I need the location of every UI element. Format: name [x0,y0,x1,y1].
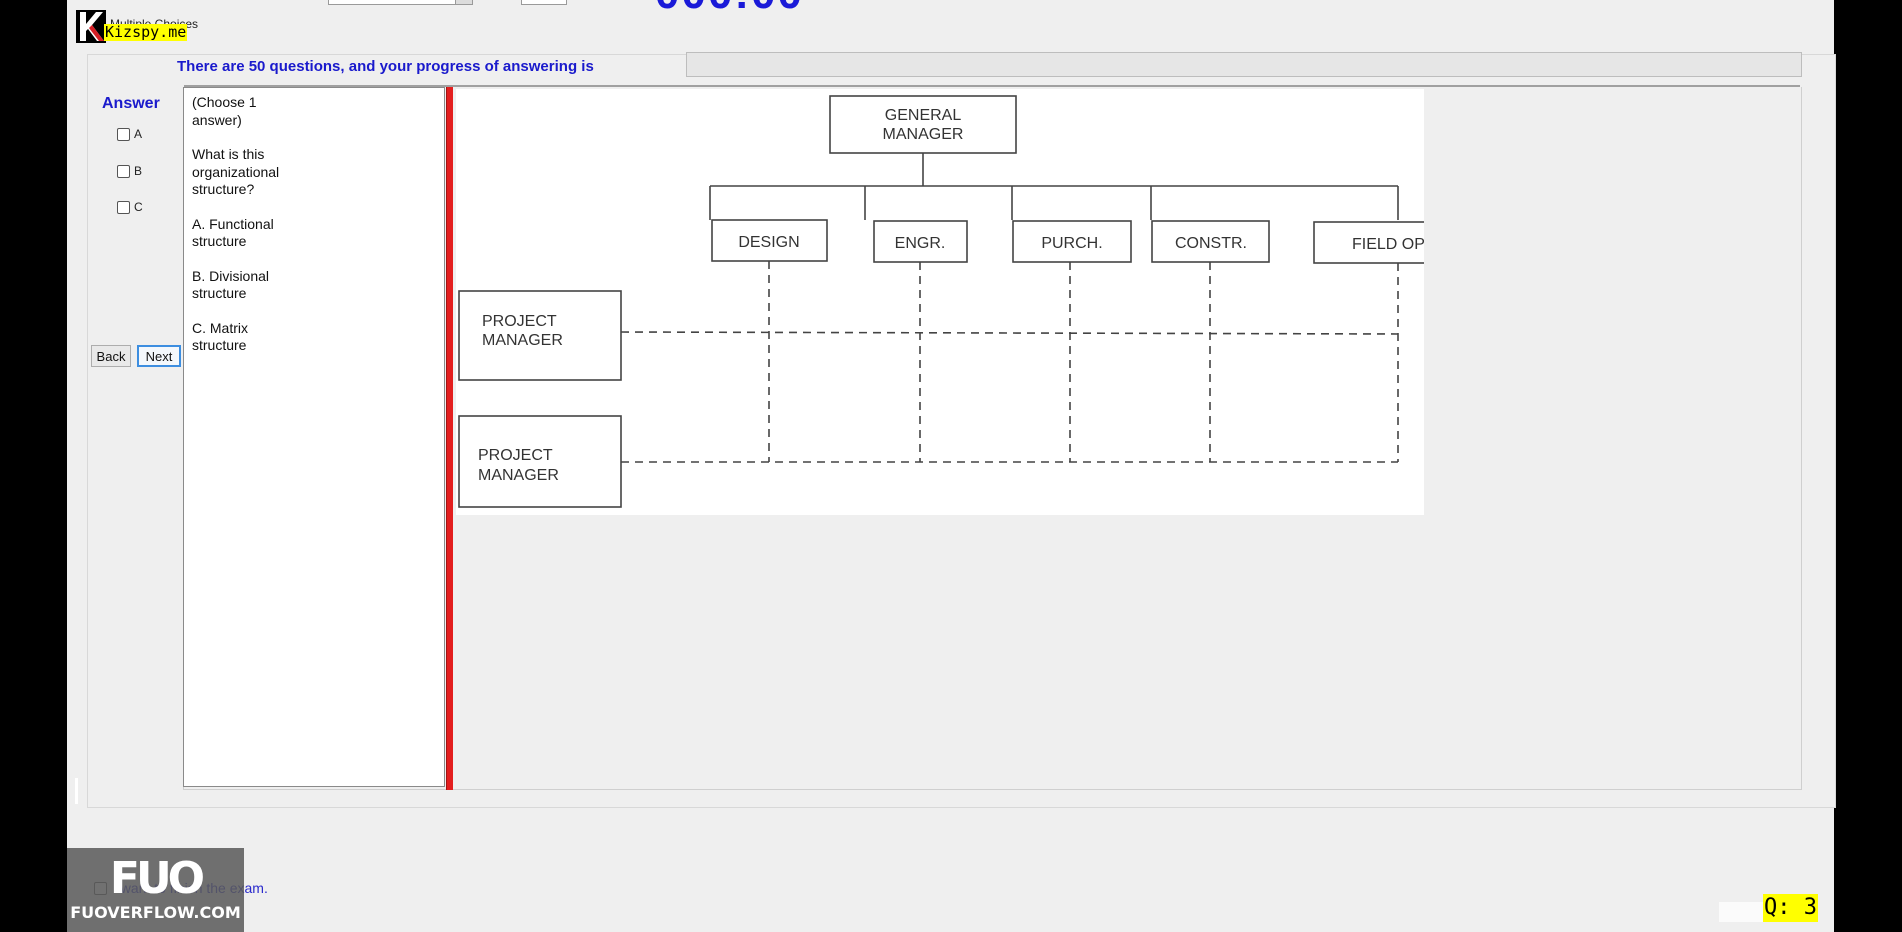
pm2-label-line2: MANAGER [478,467,559,484]
answer-title: Answer [102,95,160,112]
progress-bar [686,52,1802,77]
dept-label-design: DESIGN [738,234,799,251]
progress-label: There are 50 questions, and your progres… [177,58,594,75]
question-instruction: (Choose 1 answer) [192,94,257,128]
choice-a: A. Functional structure [192,215,274,250]
gm-label-line2: MANAGER [883,126,964,143]
logo-k-icon [76,10,106,43]
pm-box-1 [458,290,622,381]
exam-spin[interactable] [521,0,567,5]
org-chart-image: GENERAL MANAGER DESIGN ENGR. PURCH. CONS… [456,89,1424,515]
next-button[interactable]: Next [137,345,181,367]
checkbox-c[interactable] [117,200,130,214]
watermark-logo: FUO [109,853,205,904]
logo: Kizspy.me [76,9,188,43]
combo-dropdown-button[interactable] [455,0,472,4]
gm-box [829,95,1017,154]
pm1-label-line2: MANAGER [482,332,563,349]
answer-option-b[interactable]: B [117,164,142,178]
answer-option-a[interactable]: A [117,127,142,141]
option-label: A [134,127,143,141]
panel-divider [184,85,1800,87]
watermark-text: FUOVERFLOW.COM [70,903,241,922]
watermark: FUO FUOVERFLOW.COM [67,848,244,932]
checkbox-b[interactable] [117,164,130,178]
dept-box-fieldops [1313,221,1424,264]
pane-splitter[interactable] [446,87,453,790]
logo-text: Kizspy.me [104,23,188,41]
dept-box-purch [1012,220,1132,263]
answer-option-c[interactable]: C [117,200,143,214]
choice-c: C. Matrix structure [192,319,248,354]
dept-label-purch: PURCH. [1041,235,1102,252]
timer: 000:00 [655,0,804,16]
counter-pad [1719,902,1763,922]
org-chart-svg: GENERAL MANAGER DESIGN ENGR. PURCH. CONS… [458,95,1424,508]
pm2-label-line1: PROJECT [478,447,553,464]
dept-label-engr: ENGR. [895,235,946,252]
choice-b: B. Divisional structure [192,267,270,302]
pm1-label-line1: PROJECT [482,313,557,330]
dept-label-fieldops: FIELD OPS. [1352,236,1424,253]
question-counter: Q: 3 [1763,894,1818,922]
option-label: B [134,164,143,178]
question-text: (Choose 1 answer) What is this organizat… [183,87,445,787]
checkbox-a[interactable] [117,127,130,141]
scroll-marker [75,778,78,804]
dept-label-constr: CONSTR. [1175,235,1247,252]
option-label: C [134,200,143,214]
exam-window: 000:00 Multiple Choices Kizspy.me There … [67,0,1836,932]
question-body: What is this organizational structure? [192,146,280,197]
back-button[interactable]: Back [91,345,131,367]
exam-combo[interactable] [328,0,473,5]
gm-label-line1: GENERAL [885,107,962,124]
